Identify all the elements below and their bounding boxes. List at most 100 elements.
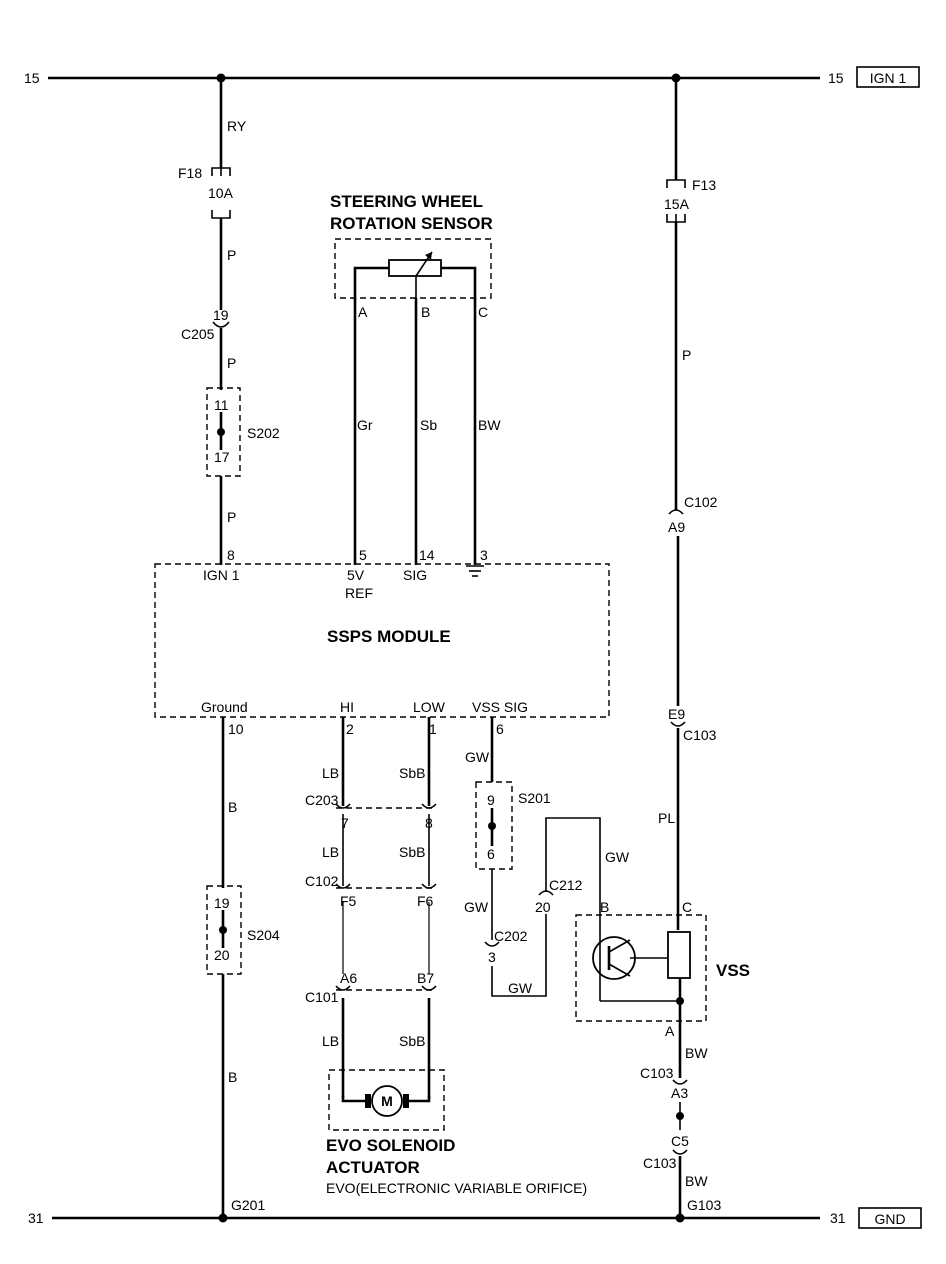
- c102-right-label: C102: [684, 494, 718, 510]
- module-sig-label: SIG: [403, 567, 427, 583]
- fuse-f13-top: [666, 179, 686, 188]
- g103-label: G103: [687, 1197, 721, 1213]
- ssps-module-box: [154, 563, 610, 718]
- wire-lb3-label: LB: [322, 1033, 339, 1049]
- s201-splice-box: [475, 781, 513, 870]
- c202-connector-icon: [484, 941, 500, 947]
- c101-right-icon: [421, 985, 437, 991]
- vss-pin-a: A: [665, 1023, 675, 1039]
- vss-signal-branch: GW 9 6 S201 GW C202 3 GW 20 C212 GW B: [464, 717, 630, 997]
- evo-subtitle: EVO(ELECTRONIC VARIABLE ORIFICE): [326, 1180, 587, 1196]
- c103-bottom-label: C103: [643, 1155, 677, 1171]
- rail-bottom-right-number: 31: [830, 1210, 846, 1226]
- s204-top-pin: 19: [214, 895, 230, 911]
- vss-pin-b: B: [600, 899, 609, 915]
- c102-pin-f5: F5: [340, 893, 357, 909]
- s202-top-pin: 11: [214, 397, 229, 413]
- c203-label: C203: [305, 792, 339, 808]
- c5-pin: C5: [671, 1133, 689, 1149]
- pin-2: 2: [346, 721, 354, 737]
- fuse-f13-name: F13: [692, 177, 716, 193]
- c101-label: C101: [305, 989, 339, 1005]
- wire-lb2-label: LB: [322, 844, 339, 860]
- sensor-pin-a: A: [358, 304, 368, 320]
- wire-p-right-label: P: [682, 347, 691, 363]
- fuse-f18-name: F18: [178, 165, 202, 181]
- s201-label: S201: [518, 790, 551, 806]
- wire-p3-label: P: [227, 509, 236, 525]
- wire-b2-label: B: [228, 1069, 237, 1085]
- pin-14: 14: [419, 547, 435, 563]
- wire-sb-label: Sb: [420, 417, 437, 433]
- module-ground-branch: B 19 20 S204 B G201: [206, 717, 280, 1218]
- vss-label: VSS: [716, 961, 750, 980]
- gnd-badge: GND: [874, 1211, 905, 1227]
- sensor-pin-c: C: [478, 304, 488, 320]
- c212-pin: 20: [535, 899, 551, 915]
- c212-label: C212: [549, 877, 583, 893]
- c103-bottom-connector-icon: [672, 1149, 688, 1155]
- module-5v-label: 5V: [347, 567, 365, 583]
- rail-top-left-number: 15: [24, 70, 40, 86]
- s204-splice-box: [206, 885, 242, 975]
- sensor-title-line2: ROTATION SENSOR: [330, 214, 493, 233]
- wire-p1-label: P: [227, 247, 236, 263]
- pin-10: 10: [228, 721, 244, 737]
- wire-bw-sensor-label: BW: [478, 417, 501, 433]
- c103-top-connector-icon: [670, 721, 686, 727]
- g201-label: G201: [231, 1197, 265, 1213]
- c205-connector-icon: [212, 321, 230, 328]
- module-low-label: LOW: [413, 699, 446, 715]
- c102-right-icon: [421, 883, 437, 889]
- potentiometer-icon: [388, 259, 442, 277]
- wire-ry-label: RY: [227, 118, 247, 134]
- wire-bw1-label: BW: [685, 1045, 708, 1061]
- wire-gw3-label: GW: [508, 980, 533, 996]
- gnd-badge-box: [858, 1207, 922, 1229]
- s202-label: S202: [247, 425, 280, 441]
- module-vss-sig-label: VSS SIG: [472, 699, 528, 715]
- rail-top-right-number: 15: [828, 70, 844, 86]
- ground-rail: 31 31 GND: [28, 1207, 922, 1229]
- vss-sensor-box: [575, 914, 707, 1022]
- pin-1: 1: [429, 721, 437, 737]
- rail-bottom-left-number: 31: [28, 1210, 44, 1226]
- right-power-branch: F13 15A P C102 A9 E9 C103 PL C VSS A BW: [575, 78, 750, 1218]
- wire-p2-label: P: [227, 355, 236, 371]
- s202-bottom-pin: 17: [214, 449, 230, 465]
- pin-6: 6: [496, 721, 504, 737]
- sensor-box: [334, 238, 492, 299]
- s204-label: S204: [247, 927, 280, 943]
- vss-pin-c: C: [682, 899, 692, 915]
- ign1-badge: IGN 1: [870, 70, 907, 86]
- fuse-f18-bottom: [211, 210, 231, 219]
- wire-sbb2-label: SbB: [399, 844, 425, 860]
- motor-icon: [371, 1085, 403, 1117]
- ssps-module: 8 IGN 1 5 5V REF 14 SIG 3 SSPS MODULE Gr…: [154, 547, 610, 737]
- c205-pin: 19: [213, 307, 229, 323]
- c205-label: C205: [181, 326, 215, 342]
- c203-pin-left: 7: [341, 815, 349, 831]
- evo-title-line1: EVO SOLENOID: [326, 1136, 455, 1155]
- vss-coil-icon: [667, 931, 691, 979]
- c102-left-icon: [335, 883, 351, 889]
- c202-pin: 3: [488, 949, 496, 965]
- c203-pin-right: 8: [425, 815, 433, 831]
- s204-bottom-pin: 20: [214, 947, 230, 963]
- c103-mid-label: C103: [640, 1065, 674, 1081]
- left-power-branch: RY F18 10A P 19 C205 P 11 17 S202 P: [178, 78, 280, 565]
- evo-actuator-branch: LB SbB C203 7 8 LB SbB C102 F5 F6 A6 B7 …: [305, 717, 587, 1196]
- e9-pin: E9: [668, 706, 685, 722]
- c101-pin-b7: B7: [417, 970, 434, 986]
- c102-right-connector-icon: [668, 509, 684, 515]
- wire-gw4-label: GW: [605, 849, 630, 865]
- c103-top-label: C103: [683, 727, 717, 743]
- a3-pin: A3: [671, 1085, 688, 1101]
- wire-sbb3-label: SbB: [399, 1033, 425, 1049]
- wire-gw2-label: GW: [464, 899, 489, 915]
- sensor-pin-b: B: [421, 304, 430, 320]
- wire-sbb1-label: SbB: [399, 765, 425, 781]
- c103-mid-connector-icon: [672, 1079, 688, 1085]
- s201-top-pin: 9: [487, 792, 495, 808]
